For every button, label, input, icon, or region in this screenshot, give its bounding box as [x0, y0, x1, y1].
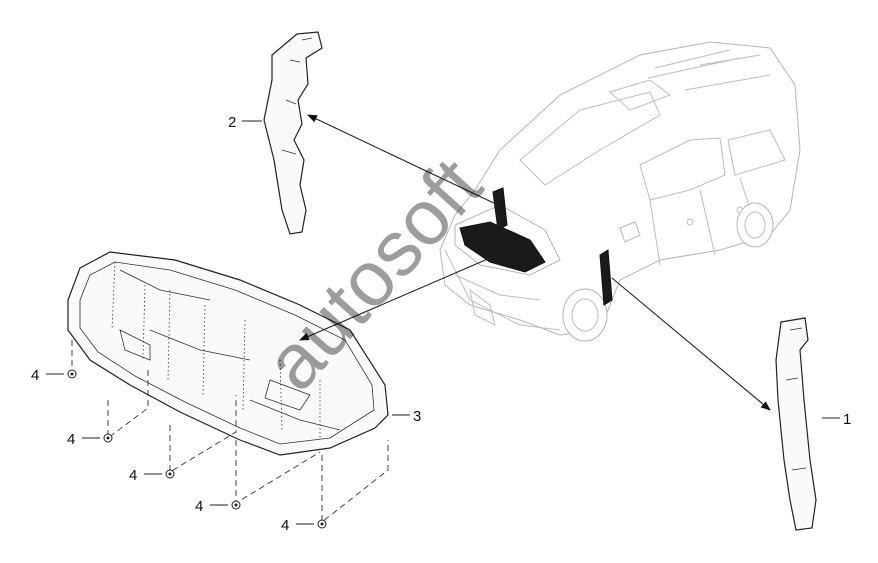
- fastener-nut: [165, 469, 175, 479]
- arrow-to-part-2: [307, 114, 499, 206]
- fastener-nut: [103, 433, 113, 443]
- hood-insulation-highlight: [459, 221, 546, 273]
- arrow-to-part-3: [299, 257, 491, 341]
- fastener-nut: [67, 369, 77, 379]
- part-2-seal-strip: [263, 31, 323, 235]
- side-seal-left-highlight: [492, 187, 508, 231]
- fastener-nut: [231, 500, 241, 510]
- side-seal-right-highlight: [599, 249, 613, 306]
- arrow-to-part-1: [611, 277, 771, 411]
- callout-2: 2: [228, 114, 236, 131]
- callout-4d: 4: [195, 498, 203, 515]
- callout-leaders: [46, 120, 840, 525]
- part-1-seal-strip: [775, 317, 817, 531]
- callout-4b: 4: [67, 431, 75, 448]
- callout-3: 3: [413, 408, 421, 425]
- callout-4e: 4: [281, 517, 289, 534]
- callout-4a: 4: [31, 367, 39, 384]
- fasteners-part-4: [67, 340, 389, 529]
- callout-1: 1: [843, 411, 851, 428]
- part-3-hood-insulation: [67, 251, 389, 456]
- reference-arrows: [299, 114, 771, 411]
- fastener-nut: [317, 519, 327, 529]
- vehicle-illustration: [439, 41, 801, 342]
- callout-4c: 4: [129, 467, 137, 484]
